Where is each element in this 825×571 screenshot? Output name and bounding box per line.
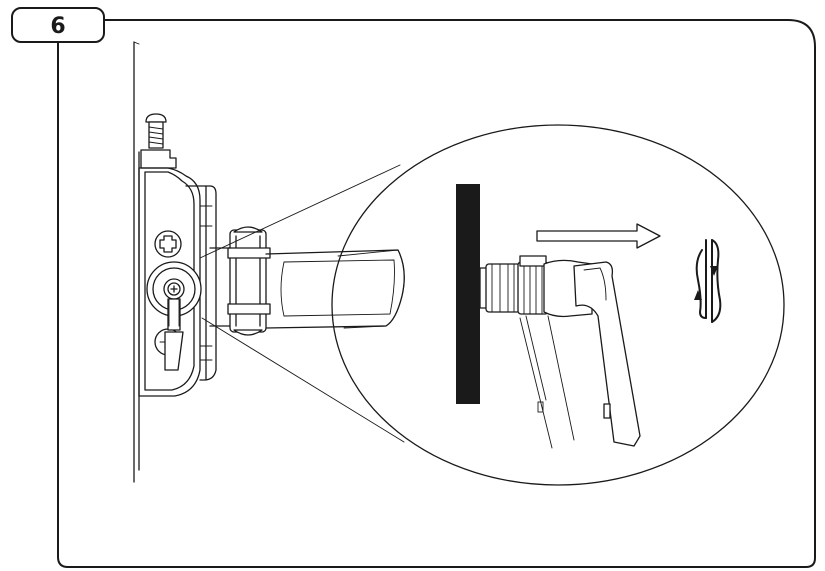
hinge-cylinder (227, 226, 271, 336)
magnifier-callout (199, 124, 785, 486)
rotate-both-directions-icon (694, 239, 722, 323)
wall-section-enlarged (456, 184, 480, 404)
step-number: 6 (50, 14, 65, 39)
wall-plate (133, 41, 140, 483)
bracket-body (138, 167, 217, 397)
lock-knob-enlarged (479, 255, 641, 449)
pull-direction-arrow (536, 223, 661, 249)
lock-knob (146, 261, 202, 371)
plus-screw (154, 230, 182, 258)
top-screw (140, 113, 177, 169)
step-tab: 6 (11, 7, 105, 43)
